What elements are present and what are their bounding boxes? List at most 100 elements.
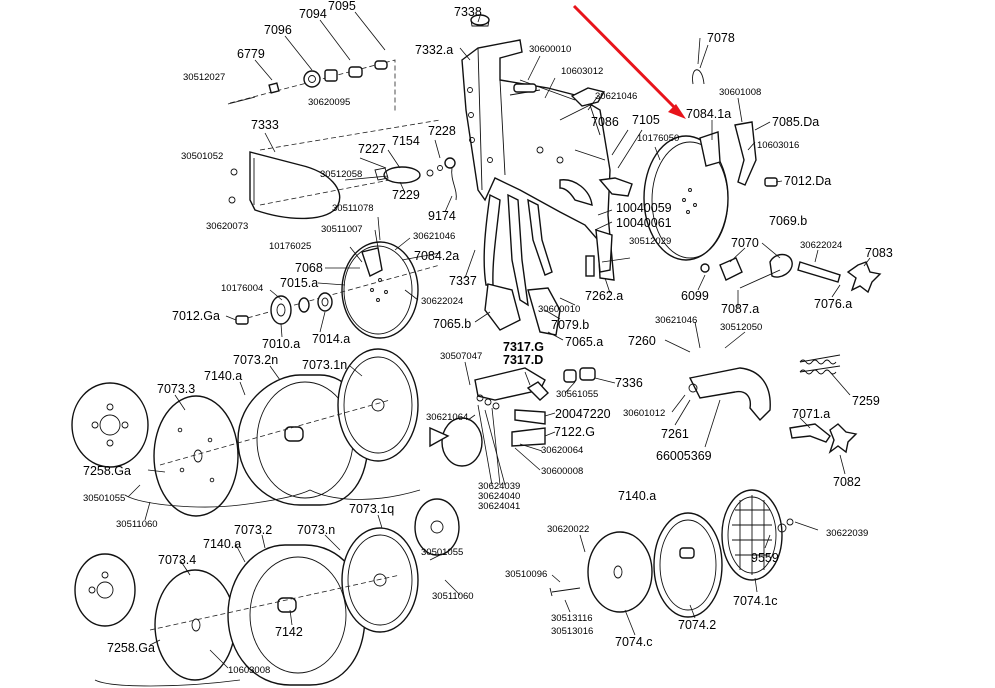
label-30511007: 30511007: [321, 224, 363, 235]
label-30507047: 30507047: [440, 351, 483, 362]
label-7074-1c: 7074.1c: [733, 594, 778, 608]
label-7012Da: 7012.Da: [784, 174, 832, 188]
label-30600010-low: 30600010: [538, 304, 581, 315]
label-30621046-top: 30621046: [595, 91, 638, 102]
label-7073-2n: 7073.2n: [233, 353, 279, 367]
label-7065b: 7065.b: [433, 317, 472, 331]
label-30620095: 30620095: [308, 97, 351, 108]
label-7076a: 7076.a: [814, 297, 853, 311]
label-7336: 7336: [615, 376, 643, 390]
label-30512058: 30512058: [320, 169, 363, 180]
label-30511078: 30511078: [332, 203, 374, 214]
arm-7317: [429, 367, 596, 467]
label-7073-3: 7073.3: [157, 382, 196, 396]
label-7073-1n: 7073.1n: [302, 358, 348, 372]
label-10603008: 10603008: [228, 665, 271, 676]
callout-arrow: [572, 4, 682, 115]
label-66005369: 66005369: [656, 449, 712, 463]
label-10603016: 10603016: [757, 140, 800, 151]
label-30561055: 30561055: [556, 389, 599, 400]
label-30600010-top: 30600010: [529, 44, 572, 55]
label-30620073: 30620073: [206, 221, 249, 232]
label-7333: 7333: [251, 118, 279, 132]
label-30510096: 30510096: [505, 569, 548, 580]
cap-7338: [470, 14, 490, 27]
arm-7261: [688, 354, 858, 454]
label-6779: 6779: [237, 47, 265, 61]
label-7078: 7078: [707, 31, 735, 45]
label-7140a-3: 7140.a: [618, 489, 657, 503]
label-7259: 7259: [852, 394, 880, 408]
label-7317G: 7317.G: [503, 340, 545, 354]
label-7083: 7083: [865, 246, 893, 260]
label-30512050: 30512050: [720, 322, 763, 333]
label-7084-1a: 7084.1a: [686, 107, 732, 121]
label-7085Da: 7085.Da: [772, 115, 820, 129]
label-20047220: 20047220: [555, 407, 611, 421]
label-30512027: 30512027: [183, 72, 226, 83]
label-7154: 7154: [392, 134, 420, 148]
label-7229: 7229: [392, 188, 420, 202]
label-7082: 7082: [833, 475, 861, 489]
label-7258Ga-1: 7258.Ga: [83, 464, 131, 478]
label-7073-1q: 7073.1q: [349, 502, 395, 516]
label-10176050: 10176050: [637, 133, 680, 144]
label-7071a: 7071.a: [792, 407, 831, 421]
label-7140a-1: 7140.a: [204, 369, 243, 383]
label-7105: 7105: [632, 113, 660, 127]
label-9174: 9174: [428, 209, 456, 223]
label-30622039: 30622039: [826, 528, 869, 539]
closing-wheel-set: [549, 489, 794, 618]
label-7014a: 7014.a: [312, 332, 351, 346]
label-7079b: 7079.b: [551, 318, 590, 332]
label-7073n: 7073.n: [297, 523, 336, 537]
label-7258Ga-2: 7258.Ga: [107, 641, 155, 655]
wheel-set-lower: [74, 498, 460, 686]
label-30600008: 30600008: [541, 466, 584, 477]
label-7337: 7337: [449, 274, 477, 288]
label-30620022: 30620022: [547, 524, 590, 535]
small-parts-7229: [374, 157, 457, 201]
label-7010a: 7010.a: [262, 337, 301, 351]
shaft-parts: [227, 59, 396, 112]
label-30601008: 30601008: [719, 87, 762, 98]
label-7317D: 7317.D: [503, 353, 544, 367]
label-6099: 6099: [681, 289, 709, 303]
label-30501055-2: 30501055: [421, 547, 464, 558]
label-7338: 7338: [454, 5, 482, 19]
label-30513116: 30513116: [551, 613, 593, 624]
label-7065a: 7065.a: [565, 335, 604, 349]
label-7073-2: 7073.2: [234, 523, 273, 537]
label-7262a: 7262.a: [585, 289, 624, 303]
label-30501052: 30501052: [181, 151, 224, 162]
label-7140a-2: 7140.a: [203, 537, 242, 551]
label-7332a: 7332.a: [415, 43, 454, 57]
label-30620064: 30620064: [541, 445, 584, 456]
label-7087a: 7087.a: [721, 302, 760, 316]
label-10040061: 10040061: [616, 216, 672, 230]
label-7096: 7096: [264, 23, 292, 37]
shank-assembly: [483, 177, 633, 336]
label-9559: 9559: [751, 551, 779, 565]
label-30621046-mid: 30621046: [413, 231, 456, 242]
label-10176004: 10176004: [221, 283, 264, 294]
label-30501055-1: 30501055: [83, 493, 126, 504]
label-10176025: 10176025: [269, 241, 312, 252]
leader-lines: [127, 11, 871, 669]
label-7084-2a: 7084.2a: [414, 249, 460, 263]
disc-7084-1a: [643, 69, 778, 261]
group-brace-1: [124, 489, 421, 508]
wheel-set-upper: [71, 348, 419, 517]
label-30512029: 30512029: [629, 236, 672, 247]
group-brace-2: [94, 679, 241, 687]
label-7086: 7086: [591, 115, 619, 129]
disc-7084-2a: [239, 241, 441, 339]
label-7260: 7260: [628, 334, 656, 348]
hub-7069b: [700, 253, 882, 294]
label-7073-4: 7073.4: [158, 553, 197, 567]
callout-arrow-head: [668, 104, 686, 119]
label-30624040: 30624040: [478, 491, 521, 502]
label-10040059: 10040059: [616, 201, 672, 215]
